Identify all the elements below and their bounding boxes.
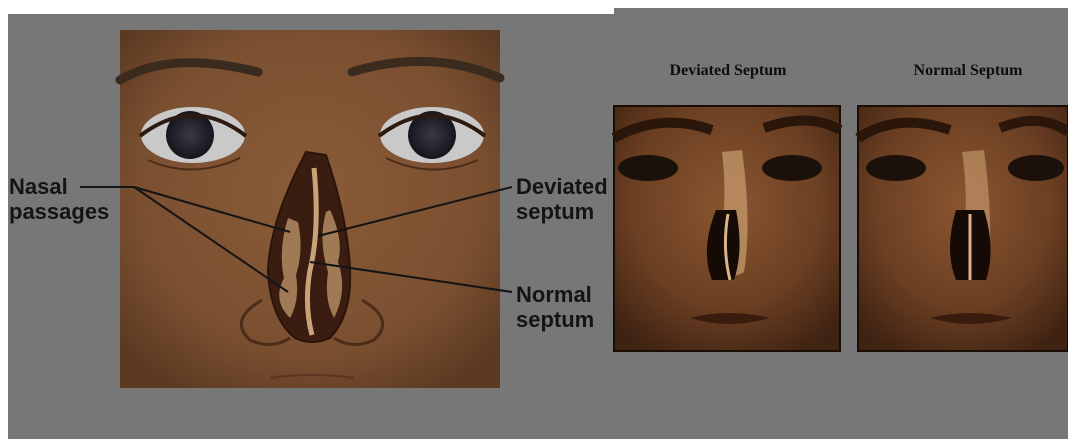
title-normal-septum: Normal Septum xyxy=(888,62,1048,80)
label-normal-line1: Normal xyxy=(516,282,594,307)
label-normal-line2: septum xyxy=(516,307,594,332)
illustrated-face xyxy=(120,30,500,388)
label-deviated-line1: Deviated xyxy=(516,174,608,199)
label-nasal-passages: Nasal passages xyxy=(9,174,109,224)
label-deviated-line2: septum xyxy=(516,199,608,224)
photo-deviated-septum xyxy=(614,106,840,351)
label-deviated-septum: Deviated septum xyxy=(516,174,608,224)
title-deviated-septum: Deviated Septum xyxy=(648,62,808,80)
label-nasal-line1: Nasal xyxy=(9,174,68,199)
photo-normal-septum xyxy=(858,106,1068,351)
label-normal-septum: Normal septum xyxy=(516,282,594,332)
label-nasal-line2: passages xyxy=(9,199,109,224)
